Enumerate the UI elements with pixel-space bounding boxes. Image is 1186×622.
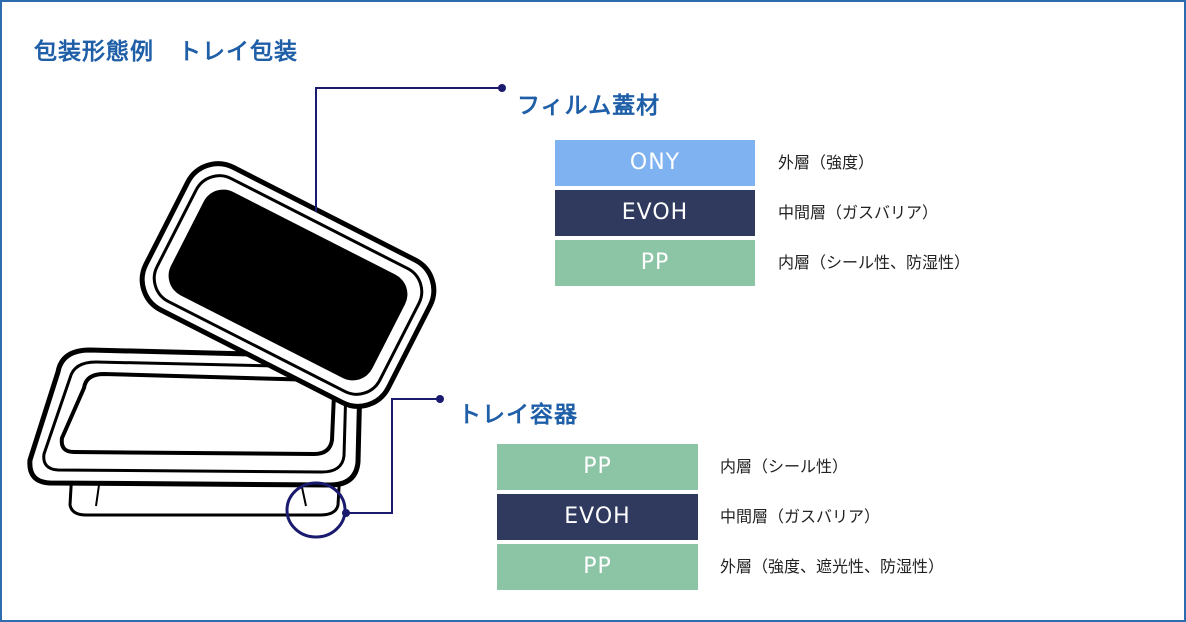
tray-leader-line [285, 395, 444, 539]
page-title: 包装形態例 トレイ包装 [34, 39, 298, 65]
film-lid-label: フィルム蓋材 [517, 93, 661, 119]
film-lid [139, 161, 437, 409]
film-layer-middle-desc: 中間層（ガスバリア） [778, 203, 939, 222]
tray-layer-middle: EVOH [497, 494, 698, 540]
tray-container [27, 347, 363, 517]
tray-cavity [59, 371, 337, 457]
film-layer-middle: EVOH [555, 190, 755, 236]
film-layer-inner-desc: 内層（シール性、防湿性） [778, 253, 971, 272]
tray-layer-inner-desc: 内層（シール性） [720, 457, 849, 476]
tray-layer-outer: PP [497, 544, 698, 590]
tray-layer-outer-desc: 外層（強度、遮光性、防湿性） [720, 557, 945, 576]
film-layer-outer: ONY [555, 140, 755, 186]
tray-container-label: トレイ容器 [458, 402, 578, 428]
film-layer-inner: PP [555, 240, 755, 286]
film-leader-line [315, 84, 506, 212]
film-layer-outer-desc: 外層（強度） [778, 153, 875, 172]
tray-layer-inner: PP [497, 444, 698, 490]
tray-layer-middle-desc: 中間層（ガスバリア） [720, 507, 881, 526]
